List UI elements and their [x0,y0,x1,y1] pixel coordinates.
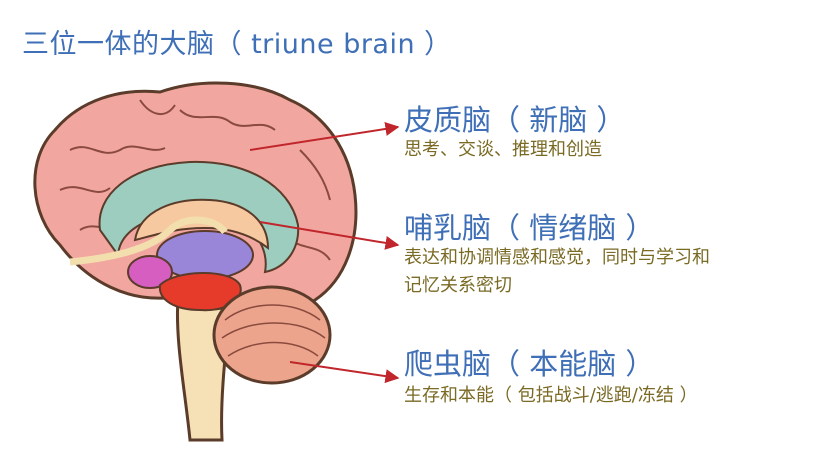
reptilian-heading: 爬虫脑（ 本能脑 ） [404,347,655,381]
reptilian-arrow [289,361,400,384]
cerebellum-folds [221,304,326,357]
hippocampus [127,255,173,289]
reptilian-description: 生存和本能（ 包括战斗/逃跑/冻结 ） [404,385,698,406]
neocortex-arrow [249,122,400,151]
limbic-heading: 哺乳脑（ 情绪脑 ） [404,211,655,245]
cerebellum [212,285,332,385]
limbic-description-line-1: 表达和协调情感和感觉，同时与学习和 [404,247,710,268]
neocortex-heading: 皮质脑（ 新脑 ） [404,103,626,137]
neocortex-description: 思考、交谈、推理和创造 [404,139,602,160]
corpus-callosum [133,198,270,251]
fornix [69,216,228,266]
diagram-title: 三位一体的大脑（ triune brain ） [22,29,452,60]
limbic-description-line-2: 记忆关系密切 [404,275,512,296]
limbic-arrow [259,221,400,250]
